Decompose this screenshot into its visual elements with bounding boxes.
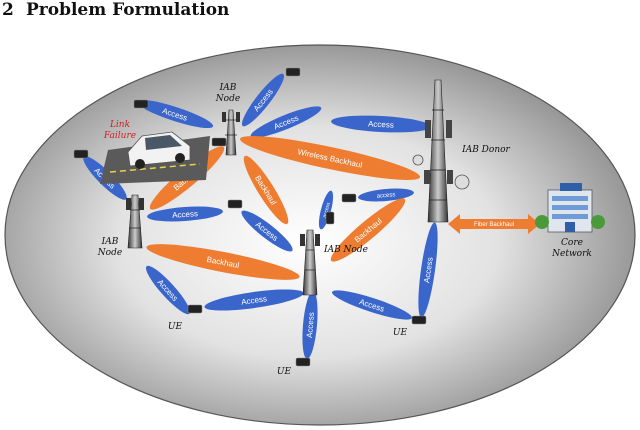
svg-text:Access: Access: [368, 119, 394, 129]
access-link: Access: [204, 289, 304, 311]
phone-icon: [211, 137, 227, 147]
phone-icon: [411, 315, 427, 325]
access-link: access: [358, 188, 414, 202]
link-failure-label: Link: [109, 120, 130, 130]
access-link: Access: [147, 206, 223, 222]
iab-node-label: IAB: [101, 237, 119, 247]
iab-node-tower-top: [222, 109, 240, 156]
iab-donor-label: IAB Donor: [461, 145, 510, 155]
vehicle: [100, 131, 210, 184]
link-failure-label: Failure: [103, 131, 136, 141]
svg-text:Access: Access: [422, 257, 435, 284]
core-network-label: Network: [551, 249, 592, 259]
phone-icon: [73, 149, 89, 159]
ue-label: UE: [168, 322, 183, 332]
phone-icon: [325, 211, 335, 225]
ue-label: UE: [277, 367, 292, 377]
fiber-backhaul-link: Fiber Backhaul: [448, 214, 540, 234]
access-link: Access: [331, 290, 413, 320]
iab-node-tower-left: [126, 194, 144, 249]
wireless-backhaul-link: Wireless Backhaul: [239, 136, 421, 180]
backhaul-link: Backhaul: [146, 244, 300, 280]
phone-icon: [227, 199, 243, 209]
section-heading: 2 Problem Formulation: [0, 0, 640, 24]
access-link: access: [318, 190, 334, 230]
iab-node-tower-center: [300, 229, 320, 296]
phone-icon: [187, 304, 203, 314]
svg-text:Access: Access: [305, 312, 316, 338]
svg-text:access: access: [322, 201, 332, 218]
phone-icon: [341, 193, 357, 203]
ue-label: UE: [393, 328, 408, 338]
phone-icon: [133, 99, 149, 109]
iab-node-label: IAB Node: [323, 245, 368, 255]
core-network-label: Core: [561, 238, 583, 248]
section-title: Problem Formulation: [26, 0, 230, 20]
svg-text:Access: Access: [172, 209, 198, 220]
svg-text:access: access: [377, 192, 396, 200]
core-network-building: [535, 183, 605, 233]
access-link: Access: [331, 115, 431, 133]
svg-text:Access: Access: [241, 294, 268, 307]
phone-icon: [295, 357, 311, 367]
iab-node-label: Node: [215, 94, 240, 104]
access-link: Access: [302, 291, 318, 359]
iab-node-label: IAB: [219, 83, 237, 93]
access-link: Access: [418, 222, 438, 318]
iab-node-label: Node: [97, 248, 122, 258]
access-link: Access: [136, 99, 214, 129]
svg-text:Fiber Backhaul: Fiber Backhaul: [474, 222, 514, 228]
phone-icon: [285, 67, 301, 77]
iab-donor-tower: [412, 79, 470, 223]
section-number: 2: [2, 0, 14, 20]
